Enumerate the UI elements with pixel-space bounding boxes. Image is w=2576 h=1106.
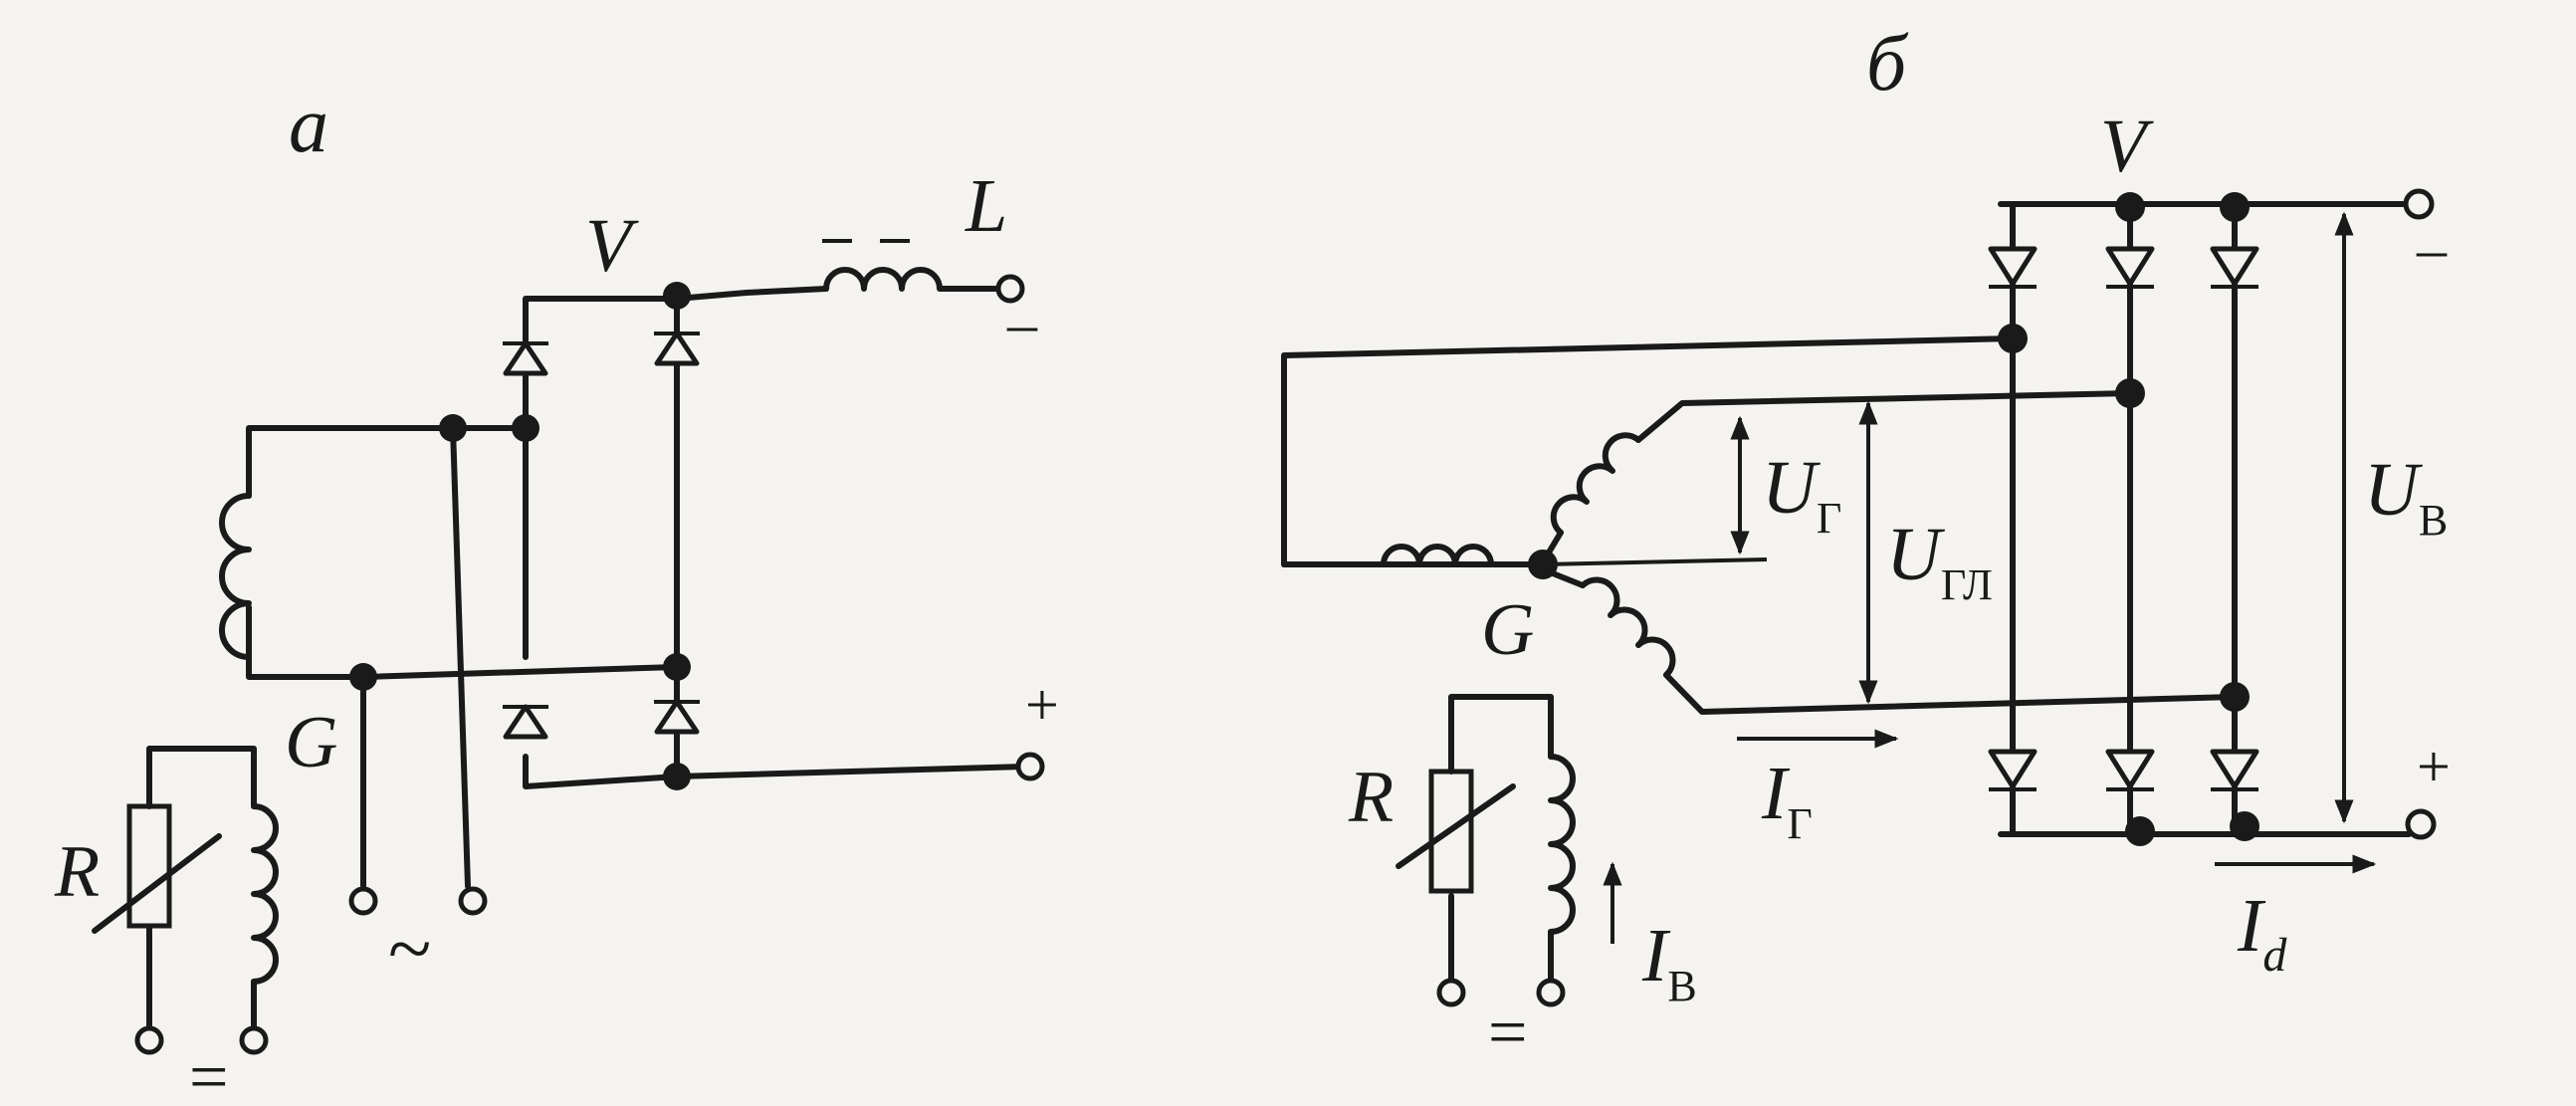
diode-label-a: V bbox=[585, 204, 639, 288]
dc-symbol-a: = bbox=[189, 1039, 228, 1101]
diode-b-top-2 bbox=[2105, 246, 2155, 289]
ac-symbol: ~ bbox=[388, 906, 431, 994]
generator-windings-b bbox=[1281, 335, 2238, 715]
dc-symbol-b: = bbox=[1488, 995, 1527, 1071]
voltage-rectified-label: UВ bbox=[2364, 448, 2448, 545]
terminal-dc-b-1 bbox=[1436, 978, 1466, 1007]
terminal-dc-a-1 bbox=[134, 1025, 164, 1055]
junctions-a bbox=[349, 282, 691, 790]
plus-label-a: + bbox=[1025, 672, 1059, 738]
terminal-plus-b bbox=[2405, 808, 2437, 840]
inductor-label: L bbox=[965, 164, 1007, 248]
caption-a: а bbox=[289, 82, 328, 169]
terminal-dc-a-2 bbox=[239, 1025, 269, 1055]
diode-a-2 bbox=[654, 331, 700, 366]
voltage-line-label: UГЛ bbox=[1886, 513, 1993, 609]
plus-label-b: + bbox=[2417, 734, 2451, 799]
junctions-b bbox=[1528, 192, 2259, 846]
terminal-plus-a bbox=[1015, 752, 1045, 781]
diode-b-bot-2 bbox=[2105, 749, 2155, 791]
current-load-label: Id bbox=[2237, 884, 2287, 982]
current-excitation-label: IВ bbox=[1641, 914, 1697, 1010]
excitation-circuit-a bbox=[92, 746, 279, 1028]
generator-label-a: G bbox=[285, 702, 337, 783]
terminal-minus-a bbox=[995, 274, 1025, 304]
diode-a-3 bbox=[503, 704, 548, 740]
terminal-ac-1 bbox=[348, 886, 378, 916]
diodes-b bbox=[1988, 246, 2259, 791]
inductor-l bbox=[822, 239, 1003, 292]
excitation-circuit-b bbox=[1395, 694, 1576, 984]
minus-label-a: – bbox=[1006, 291, 1038, 356]
voltage-phase-label: UГ bbox=[1762, 446, 1841, 543]
current-phase-label: IГ bbox=[1761, 752, 1813, 848]
diode-b-bot-3 bbox=[2210, 749, 2259, 791]
current-arrows-b bbox=[1603, 729, 2377, 944]
terminal-minus-b bbox=[2403, 188, 2435, 220]
generator-winding-a bbox=[219, 425, 456, 680]
terminal-dc-b-2 bbox=[1536, 978, 1566, 1007]
diagram-b: б V G bbox=[1281, 20, 2451, 1071]
diode-a-1 bbox=[503, 340, 548, 376]
terminal-ac-2 bbox=[458, 886, 488, 916]
diode-b-bot-1 bbox=[1988, 749, 2038, 791]
bridge-wiring-a bbox=[360, 286, 1028, 889]
bridge-wiring-b bbox=[1998, 201, 2412, 837]
resistor-label-a: R bbox=[54, 831, 100, 913]
generator-label-b: G bbox=[1481, 589, 1534, 671]
caption-b: б bbox=[1866, 20, 1909, 108]
minus-label-b: – bbox=[2416, 216, 2448, 282]
diode-b-top-3 bbox=[2210, 246, 2259, 289]
resistor-a bbox=[126, 803, 172, 929]
diode-a-4 bbox=[654, 699, 700, 735]
diode-b-top-1 bbox=[1988, 246, 2038, 289]
diodes-a bbox=[503, 331, 700, 740]
diode-label-b: V bbox=[2100, 105, 2154, 188]
voltage-arrows-b bbox=[1730, 211, 2354, 824]
resistor-label-b: R bbox=[1348, 757, 1394, 838]
diagram-a: а G L V bbox=[54, 82, 1059, 1106]
